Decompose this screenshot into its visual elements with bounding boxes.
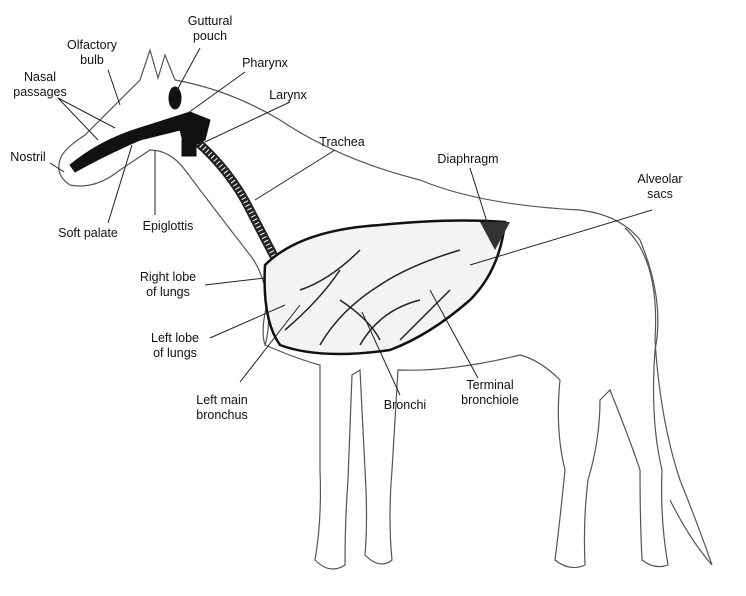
- label-text: bronchus: [196, 408, 248, 422]
- label-text: Left main: [196, 393, 248, 407]
- label-larynx: Larynx: [269, 88, 307, 102]
- label-text: of lungs: [146, 285, 190, 299]
- label-text: Terminal: [466, 378, 514, 392]
- label-text: passages: [13, 85, 67, 99]
- label-text: sacs: [647, 187, 673, 201]
- label-text: bronchiole: [461, 393, 519, 407]
- label-text: Nasal: [24, 70, 56, 84]
- label-text: Right lobe: [139, 270, 197, 284]
- label-bronchi: Bronchi: [383, 398, 427, 412]
- head-airways: [69, 86, 211, 173]
- label-soft-palate: Soft palate: [58, 226, 118, 240]
- label-text: Olfactory: [66, 38, 118, 52]
- trachea-shape: [192, 136, 279, 261]
- label-text: of lungs: [153, 346, 197, 360]
- leader-lines: [49, 47, 653, 396]
- label-trachea: Trachea: [319, 135, 365, 149]
- label-text: Left lobe: [151, 331, 199, 345]
- label-text: bulb: [80, 53, 104, 67]
- label-pharynx: Pharynx: [242, 56, 288, 70]
- label-diaphragm: Diaphragm: [437, 152, 499, 166]
- label-text: pouch: [192, 29, 228, 43]
- lungs: [263, 219, 510, 356]
- label-epiglottis: Epiglottis: [142, 219, 194, 233]
- label-nostril: Nostril: [10, 150, 46, 164]
- label-text: Alveolar: [637, 172, 683, 186]
- label-text: Guttural: [187, 14, 233, 28]
